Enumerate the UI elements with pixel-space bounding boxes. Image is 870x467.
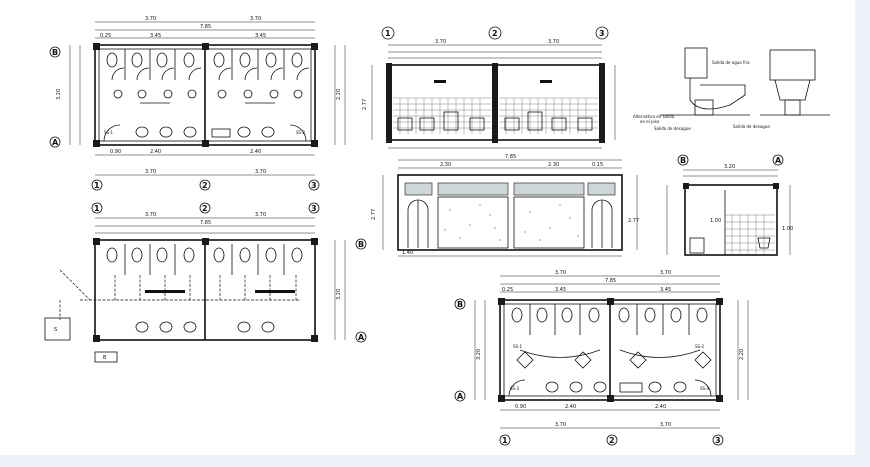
right-margin-strip	[855, 0, 870, 467]
dim-overall-front: 7.85	[505, 154, 516, 160]
axis-3-plan1: 3	[311, 181, 317, 190]
box-label-b: B	[103, 355, 107, 361]
note-drain-2: Salida de desague	[733, 124, 770, 129]
dim-half-1: 3.70	[145, 16, 156, 22]
axis-3-plan3: 3	[715, 436, 721, 445]
dim-half-p3a: 3.70	[555, 270, 566, 276]
axis-2-plan2: 2	[202, 204, 208, 213]
dim-half-e1: 3.70	[435, 39, 446, 45]
floor-plan-bottom-right: 3.70 3.70 7.85 0.25 3.45 3.45	[454, 270, 749, 446]
axis-2-plan1: 2	[202, 181, 208, 190]
dim-inner-p3b: 3.45	[660, 287, 671, 293]
dim-sub-a1-plan1: 2.40	[150, 149, 161, 155]
axis-1-plan1: 1	[94, 181, 100, 190]
dim-half-p2a: 3.70	[145, 212, 156, 218]
dim-sub-a1-p3: 2.40	[565, 404, 576, 410]
axis-b-side: B	[680, 156, 686, 165]
axis-3-plan2: 3	[311, 204, 317, 213]
toilet-details: Salida de agua fria Alternativa en salid…	[633, 47, 830, 131]
bottom-margin-strip	[0, 455, 870, 467]
note-alt-outlet-2: en el piso	[640, 119, 660, 124]
axis-b-plan3: B	[457, 300, 463, 309]
dim-half-b2: 3.70	[255, 169, 266, 175]
dim-half-p2b: 3.70	[255, 212, 266, 218]
axis-2-elev: 2	[492, 29, 498, 38]
tag-ss2-plan1: SS-2	[296, 130, 306, 135]
dim-wall-p3: 0.25	[502, 287, 513, 293]
dim-half-p3c: 3.70	[555, 422, 566, 428]
dim-half-2: 3.70	[250, 16, 261, 22]
dim-top-front: 0.15	[592, 162, 603, 168]
front-elevation: 7.85 2.30 2.30 0.15	[371, 154, 639, 257]
floor-plan-top-left: 3.70 3.70 7.85 0.25 3.45 3.45	[49, 16, 346, 191]
dim-sub-b-p3: 0.90	[515, 404, 526, 410]
axis-1-elev: 1	[385, 29, 391, 38]
dim-front-left: 2.77	[371, 209, 377, 220]
note-drain-1: Salida de desague	[654, 126, 691, 131]
tag-ss2-plan3: SS-2	[695, 344, 705, 349]
dim-height-left: 3.20	[56, 89, 62, 100]
axis-b-plan2: B	[358, 240, 364, 249]
dim-height-elev: 2.77	[362, 99, 368, 110]
dim-height-right: 2.20	[336, 89, 342, 100]
section-elevation-top: 1 2 3 3.70 3.70	[362, 26, 616, 149]
box-label-s: S	[54, 327, 57, 333]
axis-a-plan2: A	[358, 333, 365, 342]
axis-1-plan2: 1	[94, 204, 100, 213]
dim-front-right: 2.77	[628, 218, 639, 224]
dim-overall-p2: 7.85	[200, 220, 211, 226]
axis-1-plan3: 1	[502, 436, 508, 445]
axis-b-plan1: B	[52, 48, 58, 57]
dim-inner-p3a: 3.45	[555, 287, 566, 293]
dim-wall: 0.25	[100, 33, 111, 39]
note-alt-outlet-1: Alternativa en salida	[633, 114, 675, 119]
dim-height-p3r: 2.20	[739, 349, 745, 360]
note-cold-water: Salida de agua fria	[712, 60, 750, 65]
axis-3-elev: 3	[599, 29, 605, 38]
tag-ss3-plan3: SS-3	[510, 386, 520, 391]
dim-half-e2: 3.70	[548, 39, 559, 45]
axis-a-side: A	[775, 156, 782, 165]
dim-sub-a2-plan1: 2.40	[250, 149, 261, 155]
dim-height-p2: 3.20	[336, 289, 342, 300]
axis-a-plan1: A	[52, 138, 59, 147]
dim-section-width: 3.20	[724, 164, 735, 170]
axis-2-plan3: 2	[609, 436, 615, 445]
dim-height-p3l: 3.20	[476, 349, 482, 360]
dim-half-p3b: 3.70	[660, 270, 671, 276]
plumbing-plan-left: 1 2 3 3.70 3.70 7.85	[44, 202, 367, 363]
side-section: B A 3.20 1.00 1.00	[666, 154, 793, 256]
dim-overall-p3: 7.85	[605, 278, 616, 284]
dim-mid-front: 2.30	[440, 162, 451, 168]
tag-ss1-plan3: SS-1	[513, 344, 523, 349]
dim-overall: 7.85	[200, 24, 211, 30]
dim-inner-1: 3.45	[150, 33, 161, 39]
dim-bottom-front: 1.40	[402, 250, 413, 256]
dim-section-mid: 1.00	[710, 218, 721, 224]
axis-a-plan3: A	[457, 392, 464, 401]
dim-sub-b-plan1: 0.90	[110, 149, 121, 155]
dim-inner-2: 3.45	[255, 33, 266, 39]
tag-ss1-plan1: SS-1	[104, 130, 114, 135]
dim-mid-front-2: 2.30	[548, 162, 559, 168]
dim-section-h: 1.00	[782, 226, 793, 232]
dim-half-b1: 3.70	[145, 169, 156, 175]
tag-ss4-plan3: SS-4	[700, 386, 710, 391]
dim-sub-a2-p3: 2.40	[655, 404, 666, 410]
dim-half-p3d: 3.70	[660, 422, 671, 428]
